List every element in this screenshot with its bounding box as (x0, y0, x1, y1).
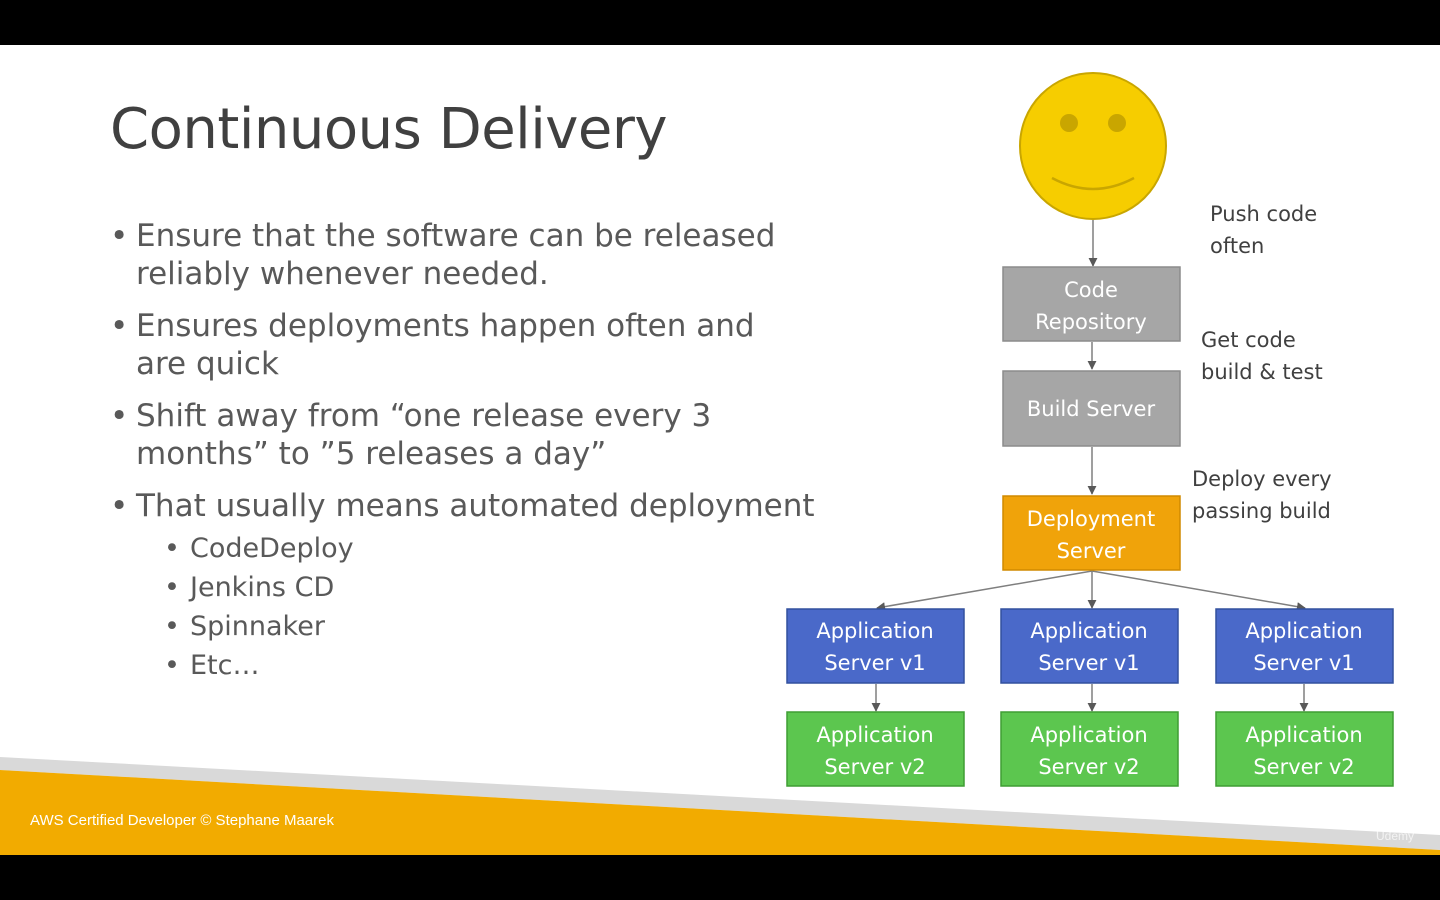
letterbox-bottom (0, 855, 1440, 900)
connector-arrows (871, 220, 1309, 712)
deployment-server-label: Server (1057, 539, 1126, 563)
code-repository-label: Code (1064, 278, 1118, 302)
sub-bullet-list: CodeDeploy Jenkins CD Spinnaker Etc… (110, 529, 830, 685)
sub-bullet-item: Jenkins CD (164, 568, 830, 607)
build-server-label: Build Server (1027, 397, 1156, 421)
bullet-item: Ensure that the software can be released… (110, 217, 830, 293)
letterbox-top (0, 0, 1440, 45)
bullet-item: Ensures deployments happen often and are… (110, 307, 830, 383)
app-server-v1-label: Server v1 (1253, 651, 1354, 675)
deployment-server-label: Deployment (1027, 507, 1155, 531)
label-build-test: build & test (1201, 360, 1323, 384)
bullet-item: That usually means automated deployment (110, 487, 830, 525)
app-server-v2-label: Server v2 (824, 755, 925, 779)
deployment-server-box: Deployment Server (1002, 495, 1181, 571)
label-passing-build: passing build (1192, 499, 1331, 523)
app-server-v1-label: Application (1030, 619, 1147, 643)
label-deploy-every: Deploy every (1192, 467, 1332, 491)
sub-bullet-item: CodeDeploy (164, 529, 830, 568)
bullet-item: Shift away from “one release every 3 mon… (110, 397, 830, 473)
app-server-v1-box: Application Server v1 (1215, 608, 1394, 684)
pipeline-diagram: Push code often Get code build & test De… (786, 72, 1394, 787)
app-server-v2-box: Application Server v2 (786, 711, 965, 787)
app-server-v2-label: Application (1030, 723, 1147, 747)
app-server-v2-label: Server v2 (1253, 755, 1354, 779)
app-server-v2-box: Application Server v2 (1215, 711, 1394, 787)
bullet-list: Ensure that the software can be released… (110, 217, 830, 685)
bullet-text: months” to ”5 releases a day” (136, 436, 607, 472)
sub-bullet-item: Etc… (164, 646, 830, 685)
sub-bullet-item: Spinnaker (164, 607, 830, 646)
app-server-v1-label: Server v1 (824, 651, 925, 675)
smiley-face-icon (1019, 72, 1167, 220)
app-server-v2-box: Application Server v2 (1000, 711, 1179, 787)
app-server-v2-label: Application (816, 723, 933, 747)
app-server-v2-label: Application (1245, 723, 1362, 747)
slide-title: Continuous Delivery (110, 97, 668, 162)
bullet-text: are quick (136, 346, 279, 382)
app-server-v1-box: Application Server v1 (1000, 608, 1179, 684)
bullet-text: reliably whenever needed. (136, 256, 549, 292)
app-server-v1-label: Server v1 (1038, 651, 1139, 675)
footer-band (0, 757, 1440, 855)
bullet-text: Ensure that the software can be released (136, 218, 776, 254)
code-repository-label: Repository (1035, 310, 1147, 334)
app-server-v2-label: Server v2 (1038, 755, 1139, 779)
label-push-code: Push code (1210, 202, 1317, 226)
bullet-text: Shift away from “one release every 3 (136, 398, 712, 434)
app-server-v1-label: Application (1245, 619, 1362, 643)
app-server-v1-label: Application (816, 619, 933, 643)
build-server-box: Build Server (1002, 370, 1181, 447)
label-get-code: Get code (1201, 328, 1296, 352)
code-repository-box: Code Repository (1002, 266, 1181, 342)
footer-copyright: AWS Certified Developer © Stephane Maare… (30, 812, 334, 829)
bullet-text: Ensures deployments happen often and (136, 308, 755, 344)
app-server-v1-box: Application Server v1 (786, 608, 965, 684)
udemy-watermark: Udemy (1376, 829, 1415, 843)
slide: Continuous Delivery Ensure that the soft… (0, 45, 1440, 855)
label-push-code-often: often (1210, 234, 1264, 258)
bullet-text: That usually means automated deployment (136, 488, 815, 524)
